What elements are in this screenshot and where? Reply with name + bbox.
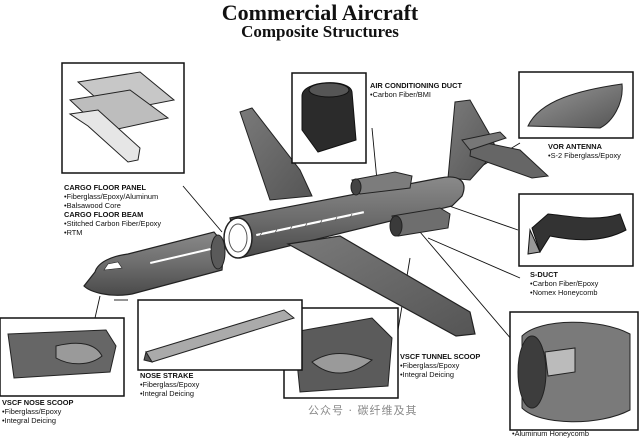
label-vscf-tunnel-scoop: VSCF TUNNEL SCOOP Fiberglass/Epoxy Integ… xyxy=(400,352,480,379)
label-air-conditioning-duct: AIR CONDITIONING DUCT Carbon Fiber/BMI xyxy=(370,81,462,99)
upper-wing xyxy=(239,107,313,201)
forward-fuselage xyxy=(83,231,225,296)
lower-wing xyxy=(286,235,476,337)
forward-windows xyxy=(150,248,211,264)
label-vor-antenna: VOR ANTENNA S-2 Fiberglass/Epoxy xyxy=(548,142,621,160)
s-duct-part xyxy=(531,213,627,254)
cockpit-windows xyxy=(103,261,123,271)
label-cargo-floor-beam: CARGO FLOOR BEAM xyxy=(64,210,144,219)
label-vscf-nose-scoop: VSCF NOSE SCOOP Fiberglass/Epoxy Integra… xyxy=(2,398,73,425)
floor-beam xyxy=(68,109,141,163)
rear-fuselage xyxy=(229,176,465,259)
vor-antenna-part xyxy=(527,83,623,129)
lower-engine xyxy=(389,207,451,237)
diagram-title: Commercial Aircraft xyxy=(221,0,419,25)
nacelle-part xyxy=(521,321,631,423)
upper-engine xyxy=(350,171,413,196)
label-s-duct: S-DUCT Carbon Fiber/Epoxy Nomex Honeycom… xyxy=(530,270,598,297)
fuselage-ring xyxy=(223,217,253,259)
label-cargo-floor-panel: CARGO FLOOR PANEL Fiberglass/Epoxy/Alumi… xyxy=(64,183,161,237)
label-nose-strake: NOSE STRAKE Fiberglass/Epoxy Integral De… xyxy=(140,371,199,398)
label-nacelle: Aluminum Honeycomb xyxy=(512,429,589,438)
diagram-subtitle: Composite Structures xyxy=(241,22,399,41)
horizontal-stabilizer xyxy=(469,139,550,179)
watermark: 公众号 · 碳纤维及其 xyxy=(308,404,418,417)
